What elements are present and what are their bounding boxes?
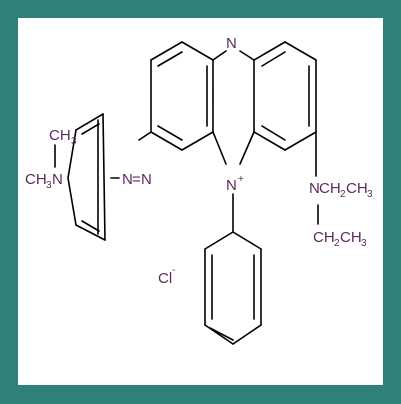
azo-n-left-label: N [122,171,133,188]
structure-panel [18,18,383,385]
ethyl-2-ch3-subscript: 3 [361,238,367,249]
ethyl-2-ch2-subscript: 2 [334,238,340,249]
ethyl-1-ch3-subscript: 3 [367,189,373,200]
n-ethyl-bonds [315,131,319,225]
left-methyl-ch-label: CH [25,171,47,188]
ethyl-1-ch3-label: CH [346,180,368,197]
phenazine-central-ring [212,50,255,165]
ethyl-2-ch-label: CH [313,229,335,246]
chloride-charge-label: - [172,265,175,276]
phenazine-left-ring [150,41,214,151]
azo-linkage [110,131,152,179]
phenazinium-n-label: N [226,177,237,194]
azo-double-bond-label: = [132,171,141,188]
dimethylamino-aryl-ring [67,113,106,241]
phenazine-n-label: N [226,35,237,52]
phenazine-right-ring [253,41,317,151]
n-phenyl-ring [204,193,262,345]
azo-n-right-label: N [141,171,152,188]
chloride-label: Cl [158,270,172,287]
diethylamino-n-label: N [309,180,320,197]
top-methyl-subscript: 3 [71,136,77,147]
ethyl-1-ch-label: CH [319,180,341,197]
positive-charge-label: + [238,174,244,185]
top-methyl-ch-label: CH [49,127,71,144]
dimethylamino-n-label: N [52,171,63,188]
ethyl-2-ch3-label: CH [340,229,362,246]
left-methyl-subscript: 3 [46,180,52,191]
ethyl-1-ch2-subscript: 2 [340,189,346,200]
